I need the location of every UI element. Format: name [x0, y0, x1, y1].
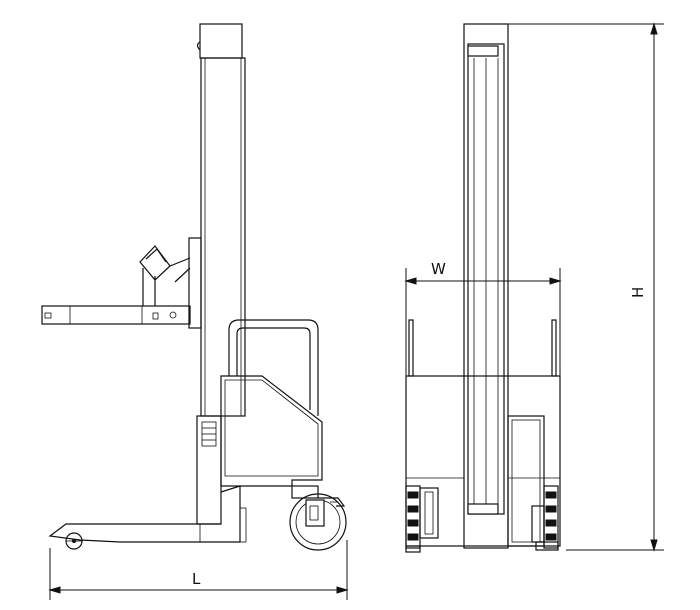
height-label: H [629, 287, 647, 298]
front-left-wheel [405, 485, 439, 553]
front-right-wheel [531, 485, 559, 551]
side-caster-wheel [289, 485, 347, 551]
dimension-length [48, 540, 349, 600]
dimension-width [404, 268, 562, 376]
side-view: L [41, 23, 349, 600]
length-label: L [192, 570, 201, 588]
front-mast [463, 23, 509, 549]
side-front-wheel [65, 532, 83, 550]
front-body [405, 375, 561, 547]
side-battery-housing [220, 375, 323, 487]
side-handle [228, 319, 319, 416]
front-view: W H [404, 22, 664, 553]
side-fork-attachment [41, 245, 191, 325]
side-mast [196, 23, 246, 417]
front-fork-uprights [408, 319, 557, 377]
dimension-height [508, 22, 664, 552]
side-carriage-plate [188, 237, 202, 329]
width-label: W [431, 260, 446, 278]
side-chassis [48, 415, 247, 543]
